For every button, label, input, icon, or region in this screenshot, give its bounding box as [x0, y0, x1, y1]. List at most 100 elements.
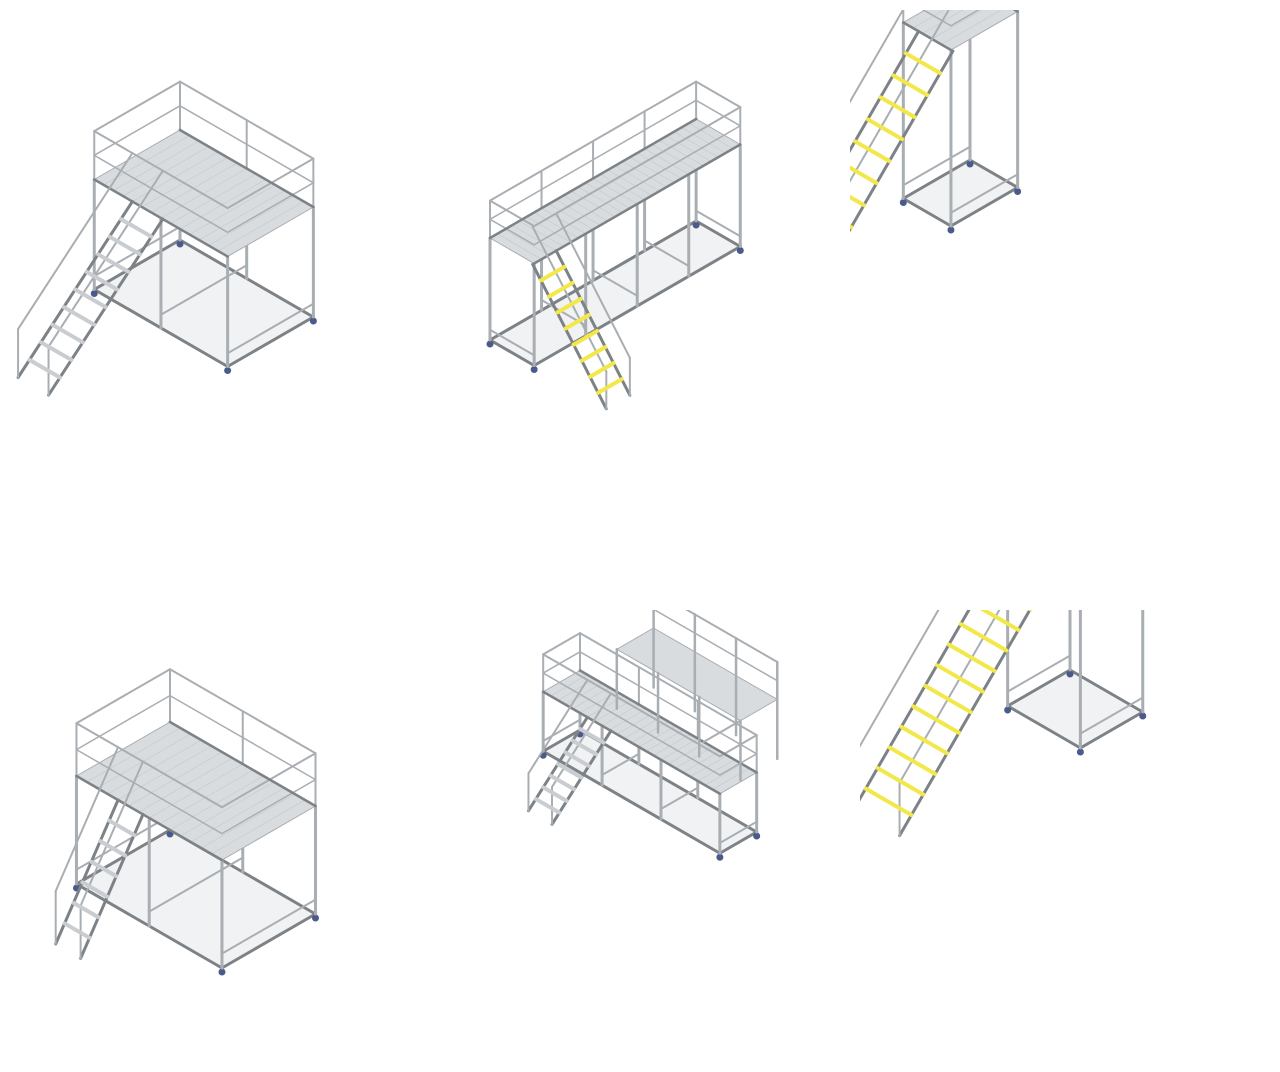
stair-tread: [570, 738, 599, 757]
mid-rail: [950, 10, 980, 27]
stair-tread: [96, 252, 131, 274]
stair-tread: [62, 921, 92, 940]
deck-grating: [117, 745, 212, 801]
deck-grating: [592, 178, 638, 205]
base-frame: [901, 197, 953, 228]
stair-handrail: [527, 678, 589, 775]
deck-grating: [659, 139, 704, 167]
deck-grating: [631, 721, 669, 744]
stair-tread: [958, 622, 1009, 653]
deck-grating: [645, 729, 684, 752]
product-render-6: [860, 610, 1280, 1050]
deck-grating: [550, 674, 588, 697]
deck-grating: [675, 746, 713, 769]
stair-tread: [563, 312, 591, 331]
stair-tread: [73, 287, 108, 310]
cross-brace: [601, 752, 640, 777]
deck-grating: [200, 793, 296, 849]
cross-brace: [592, 269, 639, 297]
deck-grating: [138, 757, 233, 813]
base-frame: [92, 238, 182, 291]
deck-grating: [541, 207, 586, 235]
floor-shadow: [75, 829, 317, 969]
stair-tread: [80, 880, 110, 899]
stair-stringer: [531, 262, 608, 411]
deck-grating: [697, 759, 735, 782]
mid-rail: [719, 753, 758, 776]
mid-rail: [542, 672, 721, 776]
stair-tread: [853, 139, 892, 164]
mid-rail: [489, 218, 535, 246]
cross-brace: [542, 718, 581, 743]
mid-rail: [179, 105, 315, 184]
stair-tread: [27, 357, 62, 380]
stair-handrail: [551, 692, 612, 788]
product-render-1: [10, 10, 436, 450]
stair-stringer: [79, 812, 145, 960]
deck-grating: [96, 733, 192, 789]
caster-wheel: [899, 199, 907, 206]
top-rail: [93, 130, 229, 210]
deck-grating: [600, 173, 645, 201]
deck-grating: [570, 190, 616, 218]
caster-wheel: [1004, 706, 1012, 714]
cross-brace: [718, 820, 758, 845]
deck-grating: [653, 733, 691, 756]
deck-grating: [190, 787, 285, 843]
base-frame: [694, 219, 742, 248]
stair-tread: [596, 377, 624, 395]
stair-tread: [541, 785, 569, 803]
deck-grating: [594, 699, 632, 722]
deck-grating: [922, 10, 964, 34]
stair-tread: [50, 322, 85, 345]
mid-rail: [579, 651, 758, 755]
stair-tread: [903, 51, 943, 76]
deck-grating: [504, 229, 550, 256]
top-rail: [489, 199, 536, 228]
deck-grating: [623, 716, 662, 739]
deck-edge: [541, 690, 722, 795]
deck-grating: [912, 10, 945, 29]
deck-edge: [75, 774, 224, 862]
deck-grating: [681, 127, 726, 154]
stair-tread: [850, 165, 879, 186]
product-render-4: [10, 610, 436, 1050]
stair-tread: [887, 745, 938, 776]
base-frame: [541, 749, 722, 855]
mid-rail: [542, 651, 581, 674]
caster-wheel: [224, 367, 232, 374]
stair-tread: [555, 762, 584, 780]
mobile-platform-with-stairs-icon: [16, 80, 317, 397]
cross-brace: [1006, 654, 1071, 693]
stair-handrail: [555, 212, 631, 359]
deck-grating: [217, 201, 305, 252]
base-frame: [1078, 710, 1145, 750]
deck-grating: [564, 682, 603, 705]
stair-tread: [71, 900, 101, 920]
base-frame: [488, 338, 536, 367]
deck-grating: [519, 220, 564, 247]
mid-rail: [695, 99, 742, 127]
grated-deck: [902, 10, 1019, 51]
stair-handrail: [17, 152, 134, 331]
caster-wheel: [716, 853, 724, 861]
deck-grating: [180, 781, 275, 837]
cross-brace: [226, 302, 315, 355]
cross-brace: [220, 898, 317, 955]
stair-tread: [548, 773, 577, 792]
connecting-deck: [702, 719, 742, 743]
mid-rail: [169, 694, 317, 781]
deck-grating: [148, 763, 244, 819]
caster-wheel: [1139, 712, 1147, 720]
stair-tread: [863, 786, 914, 818]
deck-edge: [532, 143, 742, 265]
deck-grating: [614, 165, 660, 192]
product-render-2: [420, 10, 846, 450]
deck-grating: [557, 678, 596, 701]
stair-tread: [899, 724, 950, 756]
deck-grating: [666, 135, 712, 162]
deck-grating: [673, 131, 719, 158]
stair-tread: [911, 704, 961, 735]
cross-brace: [949, 173, 1019, 214]
stair-tread: [538, 264, 567, 283]
